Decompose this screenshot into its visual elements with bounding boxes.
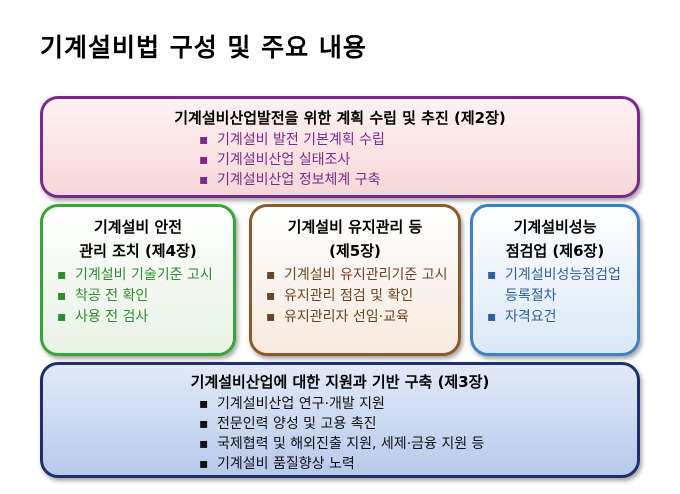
performance-item-list: ▪기계설비성능점검업 등록절차 ▪자격요건 bbox=[483, 265, 629, 328]
maintenance-item: ▪유지관리자 선임·교육 bbox=[262, 307, 450, 328]
support-item-list: ▪기계설비산업 연구·개발 지원 ▪전문인력 양성 및 고용 촉진 ▪국제협력 … bbox=[195, 394, 637, 474]
maintenance-item: ▪유지관리 점검 및 확인 bbox=[262, 286, 450, 307]
safety-section-box: 기계설비 안전 관리 조치 (제4장) ▪기계설비 기술기준 고시 ▪착공 전 … bbox=[40, 204, 236, 356]
safety-item: ▪기계설비 기술기준 고시 bbox=[53, 265, 225, 286]
maintenance-section-heading: 기계설비 유지관리 등 (제5장) bbox=[287, 218, 423, 260]
maintenance-item-list: ▪기계설비 유지관리기준 고시 ▪유지관리 점검 및 확인 ▪유지관리자 선임·… bbox=[262, 265, 450, 328]
bullet-square-icon: ▪ bbox=[199, 436, 209, 452]
safety-item: ▪사용 전 검사 bbox=[53, 307, 225, 328]
support-item: ▪기계설비산업 연구·개발 지원 bbox=[199, 396, 385, 412]
safety-section-heading: 기계설비 안전 관리 조치 (제4장) bbox=[79, 218, 197, 260]
bullet-square-icon: ▪ bbox=[266, 267, 276, 283]
performance-item: ▪자격요건 bbox=[483, 307, 629, 328]
bullet-square-icon: ▪ bbox=[199, 396, 209, 412]
performance-section-heading: 기계설비성능 점검업 (제6장) bbox=[505, 218, 605, 260]
plan-item: ▪기계설비산업 정보체계 구축 bbox=[199, 172, 381, 188]
bullet-square-icon: ▪ bbox=[266, 309, 276, 325]
maintenance-item: ▪기계설비 유지관리기준 고시 bbox=[262, 265, 450, 286]
bullet-square-icon: ▪ bbox=[199, 416, 209, 432]
support-item: ▪기계설비 품질향상 노력 bbox=[199, 456, 355, 472]
support-item: ▪국제협력 및 해외진출 지원, 세제·금융 지원 등 bbox=[199, 436, 485, 452]
safety-item: ▪착공 전 확인 bbox=[53, 286, 225, 307]
bullet-square-icon: ▪ bbox=[266, 288, 276, 304]
plan-section-heading: 기계설비산업발전을 위한 계획 수립 및 추진 (제2장) bbox=[174, 109, 506, 127]
performance-item: ▪기계설비성능점검업 등록절차 bbox=[487, 267, 621, 304]
support-section-box: 기계설비산업에 대한 지원과 기반 구축 (제3장) ▪기계설비산업 연구·개발… bbox=[40, 362, 640, 478]
safety-item-list: ▪기계설비 기술기준 고시 ▪착공 전 확인 ▪사용 전 검사 bbox=[53, 265, 225, 328]
bullet-square-icon: ▪ bbox=[199, 132, 209, 148]
performance-section-box: 기계설비성능 점검업 (제6장) ▪기계설비성능점검업 등록절차 ▪자격요건 bbox=[470, 204, 640, 356]
bullet-square-icon: ▪ bbox=[199, 152, 209, 168]
bullet-square-icon: ▪ bbox=[487, 267, 497, 283]
bullet-square-icon: ▪ bbox=[57, 267, 67, 283]
plan-section-box: 기계설비산업발전을 위한 계획 수립 및 추진 (제2장) ▪기계설비 발전 기… bbox=[40, 96, 640, 198]
bullet-square-icon: ▪ bbox=[57, 288, 67, 304]
plan-item: ▪기계설비 발전 기본계획 수립 bbox=[199, 132, 385, 148]
bullet-square-icon: ▪ bbox=[199, 172, 209, 188]
bullet-square-icon: ▪ bbox=[57, 309, 67, 325]
maintenance-section-box: 기계설비 유지관리 등 (제5장) ▪기계설비 유지관리기준 고시 ▪유지관리 … bbox=[249, 204, 461, 356]
page-title: 기계설비법 구성 및 주요 내용 bbox=[40, 33, 367, 62]
support-section-heading: 기계설비산업에 대한 지원과 기반 구축 (제3장) bbox=[190, 373, 490, 391]
bullet-square-icon: ▪ bbox=[199, 456, 209, 472]
support-item: ▪전문인력 양성 및 고용 촉진 bbox=[199, 416, 377, 432]
plan-item: ▪기계설비산업 실태조사 bbox=[199, 152, 351, 168]
plan-item-list: ▪기계설비 발전 기본계획 수립 ▪기계설비산업 실태조사 ▪기계설비산업 정보… bbox=[195, 130, 637, 190]
bullet-square-icon: ▪ bbox=[487, 309, 497, 325]
